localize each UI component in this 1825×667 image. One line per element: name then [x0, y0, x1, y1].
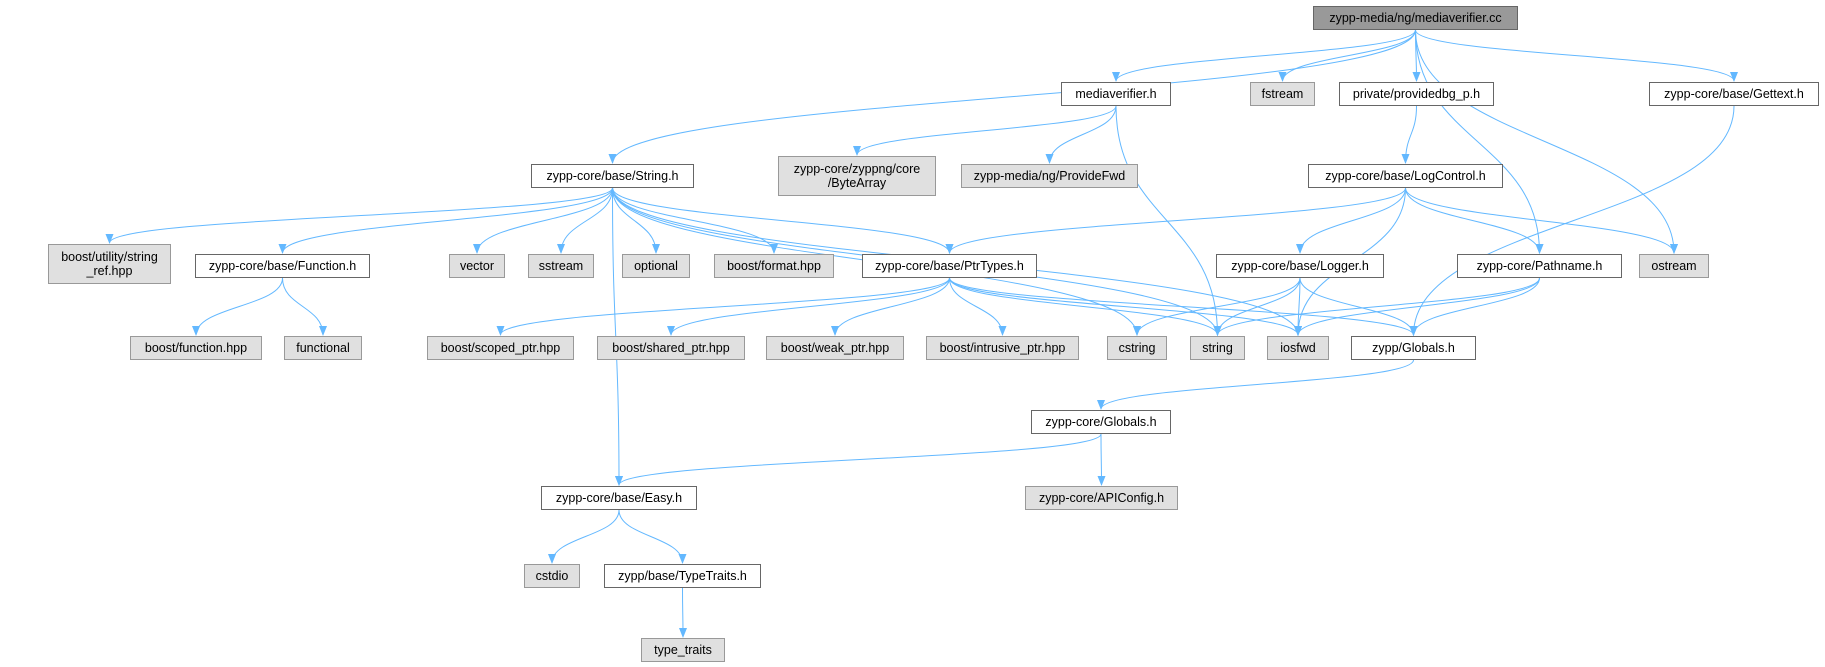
edge-function-h-to-functional: [282, 277, 327, 336]
edge-string-h-to-vector: [473, 187, 613, 254]
node-cstdio: cstdio: [524, 564, 580, 588]
edge-root-to-string-h: [608, 29, 1416, 164]
edge-root-to-pathname: [1415, 29, 1544, 254]
edge-typetraits-h-to-type-traits: [678, 587, 687, 638]
node-scoped: boost/scoped_ptr.hpp: [427, 336, 574, 360]
edge-root-to-ostream: [1415, 29, 1678, 254]
edge-core-globals-to-apiconfig: [1097, 433, 1106, 486]
edge-easy-to-typetraits-h: [618, 509, 687, 564]
node-intrusive: boost/intrusive_ptr.hpp: [926, 336, 1079, 360]
node-weak: boost/weak_ptr.hpp: [766, 336, 904, 360]
node-cstring: cstring: [1107, 336, 1167, 360]
node-ptrtypes[interactable]: zypp-core/base/PtrTypes.h: [862, 254, 1037, 278]
edge-root-to-gettext: [1415, 29, 1738, 82]
node-providefwd: zypp-media/ng/ProvideFwd: [961, 164, 1138, 188]
node-logger[interactable]: zypp-core/base/Logger.h: [1216, 254, 1384, 278]
node-typetraits-h[interactable]: zypp/base/TypeTraits.h: [604, 564, 761, 588]
node-easy[interactable]: zypp-core/base/Easy.h: [541, 486, 697, 510]
node-function-h[interactable]: zypp-core/base/Function.h: [195, 254, 370, 278]
edge-providedbg-to-logcontrol: [1401, 105, 1417, 164]
edge-ptrtypes-to-scoped: [496, 277, 950, 336]
node-bytearray: zypp-core/zyppng/core /ByteArray: [778, 156, 936, 196]
edge-logcontrol-to-logger: [1296, 187, 1406, 254]
edge-logger-to-cstring: [1133, 277, 1301, 336]
edge-string-h-to-optional: [612, 187, 660, 254]
edge-string-h-to-sstream: [557, 187, 613, 254]
edge-ptrtypes-to-string: [949, 277, 1222, 336]
node-ostream: ostream: [1639, 254, 1709, 278]
node-bfunction: boost/function.hpp: [130, 336, 262, 360]
edge-logcontrol-to-pathname: [1405, 187, 1544, 254]
edge-root-to-mediaverifier-h: [1112, 29, 1416, 82]
edge-mediaverifier-h-to-providefwd: [1045, 105, 1117, 164]
node-gettext[interactable]: zypp-core/base/Gettext.h: [1649, 82, 1819, 106]
edge-core-globals-to-easy: [615, 433, 1102, 486]
edge-function-h-to-bfunction: [192, 277, 283, 336]
edge-string-h-to-function-h: [278, 187, 613, 254]
node-providedbg[interactable]: private/providedbg_p.h: [1339, 82, 1494, 106]
edges-layer: [105, 29, 1738, 638]
node-string-ref: boost/utility/string _ref.hpp: [48, 244, 171, 284]
edge-root-to-fstream: [1278, 29, 1416, 82]
edge-pathname-to-iosfwd: [1294, 277, 1540, 336]
edge-logcontrol-to-ostream: [1405, 187, 1678, 254]
node-logcontrol[interactable]: zypp-core/base/LogControl.h: [1308, 164, 1503, 188]
edge-logcontrol-to-ptrtypes: [945, 187, 1406, 254]
node-string-h[interactable]: zypp-core/base/String.h: [531, 164, 694, 188]
edge-easy-to-cstdio: [548, 509, 620, 564]
edge-gettext-to-zypp-globals: [1409, 105, 1735, 336]
edge-string-h-to-string-ref: [105, 187, 613, 244]
node-apiconfig: zypp-core/APIConfig.h: [1025, 486, 1178, 510]
edge-pathname-to-zypp-globals: [1409, 277, 1540, 336]
node-format: boost/format.hpp: [714, 254, 834, 278]
node-mediaverifier-h[interactable]: mediaverifier.h: [1061, 82, 1171, 106]
node-root[interactable]: zypp-media/ng/mediaverifier.cc: [1313, 6, 1518, 30]
node-iosfwd: iosfwd: [1267, 336, 1329, 360]
node-core-globals[interactable]: zypp-core/Globals.h: [1031, 410, 1171, 434]
edge-ptrtypes-to-shared: [667, 277, 950, 336]
node-pathname[interactable]: zypp-core/Pathname.h: [1457, 254, 1622, 278]
node-type-traits: type_traits: [641, 638, 725, 662]
edge-ptrtypes-to-iosfwd: [949, 277, 1302, 336]
node-functional: functional: [284, 336, 362, 360]
node-sstream: sstream: [528, 254, 594, 278]
node-zypp-globals[interactable]: zypp/Globals.h: [1351, 336, 1476, 360]
node-vector: vector: [449, 254, 505, 278]
edge-pathname-to-string: [1213, 277, 1540, 336]
node-fstream: fstream: [1250, 82, 1315, 106]
edge-ptrtypes-to-intrusive: [949, 277, 1007, 336]
node-shared: boost/shared_ptr.hpp: [597, 336, 745, 360]
edge-mediaverifier-h-to-bytearray: [853, 105, 1117, 156]
edge-ptrtypes-to-zypp-globals: [949, 277, 1418, 336]
edge-logger-to-zypp-globals: [1299, 277, 1418, 336]
node-optional: optional: [622, 254, 690, 278]
edge-ptrtypes-to-weak: [831, 277, 950, 336]
edge-string-h-to-ptrtypes: [612, 187, 954, 254]
edge-zypp-globals-to-core-globals: [1097, 359, 1414, 410]
node-string: string: [1190, 336, 1245, 360]
